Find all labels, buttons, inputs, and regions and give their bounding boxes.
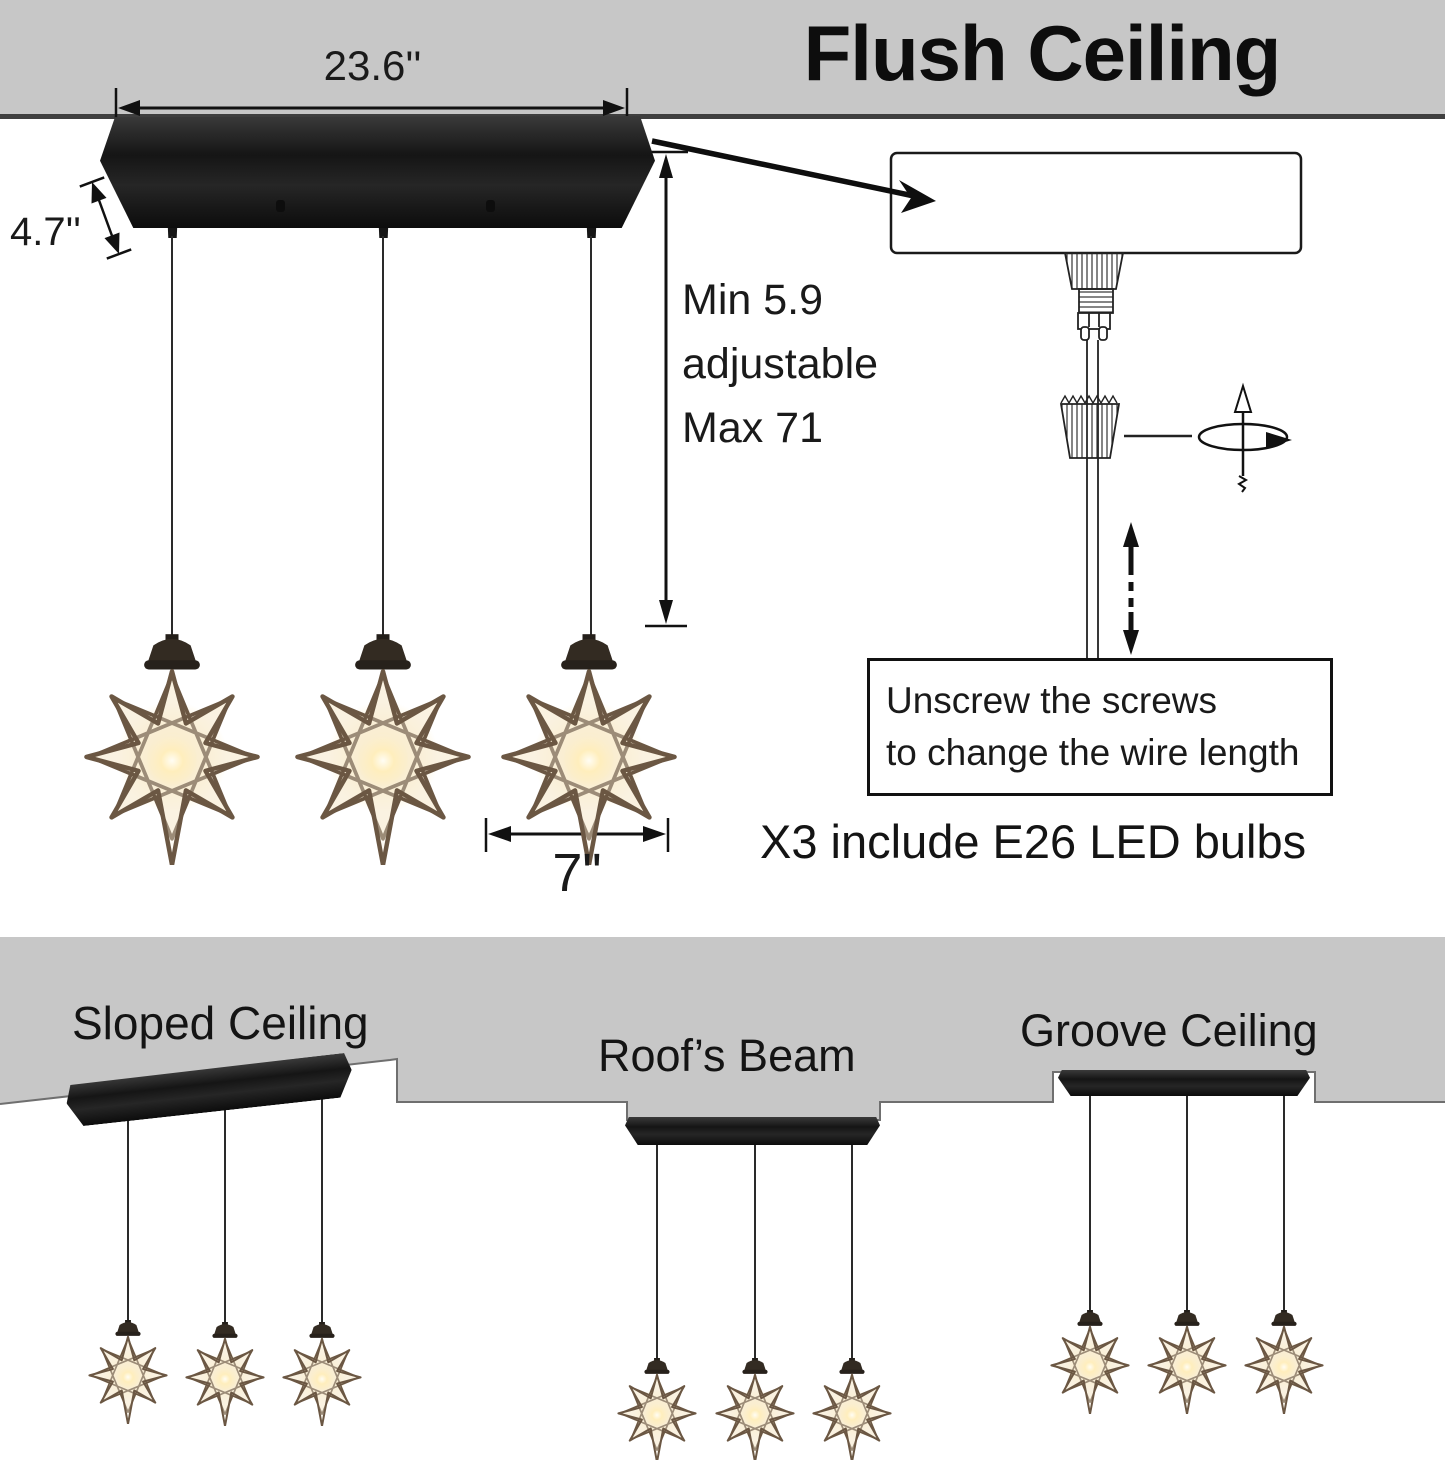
- top-ceiling-band: [0, 0, 1445, 119]
- canopy-bar-sloped: [64, 1052, 354, 1127]
- star-pendant: [183, 1322, 267, 1426]
- star-pendant: [1242, 1310, 1326, 1414]
- wire-length-note-box: Unscrew the screws to change the wire le…: [867, 658, 1333, 796]
- up-down-arrow-icon: [1123, 522, 1139, 655]
- canopy-bar-groove: [1058, 1070, 1310, 1096]
- roofs-beam-label: Roof’s Beam: [598, 1030, 856, 1081]
- star-pendant: [290, 634, 476, 865]
- pointer-arrow: [651, 138, 936, 213]
- canopy-screw: [486, 200, 495, 212]
- adjuster-cone: [1059, 394, 1192, 459]
- ceiling-plate-diagram: [889, 151, 1303, 255]
- star-pendant: [1048, 1310, 1132, 1414]
- bulbs-note: X3 include E26 LED bulbs: [760, 815, 1307, 868]
- star-pendant: [615, 1358, 699, 1460]
- drop-adjustable-label: adjustable: [682, 340, 879, 388]
- rotation-screw-icon: [1197, 382, 1292, 493]
- drop-min-label: Min 5.9: [682, 276, 824, 324]
- note-line-1: Unscrew the screws: [886, 679, 1218, 721]
- drop-dimension-label: Min 5.9 adjustable Max 71: [682, 268, 878, 460]
- groove-ceiling-label: Groove Ceiling: [1020, 1005, 1318, 1056]
- shade-width-label: 7": [552, 843, 602, 903]
- pendant-wire: [851, 1142, 853, 1364]
- pendant-wire: [754, 1142, 756, 1364]
- pendant-wire: [656, 1142, 658, 1364]
- page-title: Flush Ceiling: [803, 9, 1282, 97]
- star-pendant: [810, 1358, 894, 1460]
- pendant-wire: [590, 236, 592, 640]
- drop-max-label: Max 71: [682, 404, 824, 452]
- pendant-wire: [321, 1090, 323, 1328]
- sloped-ceiling-label: Sloped Ceiling: [72, 997, 369, 1049]
- pendant-wire: [1283, 1094, 1285, 1316]
- pendant-wire: [171, 236, 173, 640]
- pendant-wire: [127, 1108, 129, 1326]
- pendant-wire: [382, 236, 384, 640]
- cord-grip: [1063, 252, 1125, 341]
- star-pendant: [713, 1358, 797, 1460]
- star-pendant: [496, 634, 682, 865]
- detail-wire: [1086, 340, 1099, 659]
- star-pendant: [280, 1322, 364, 1426]
- canopy-screw: [276, 200, 285, 212]
- pendant-wire: [1186, 1094, 1188, 1316]
- width-dimension-label: 23.6'': [323, 42, 422, 89]
- depth-dimension-label: 4.7'': [10, 210, 81, 254]
- pendant-wire: [224, 1098, 226, 1328]
- star-pendant: [86, 1320, 170, 1424]
- canopy-bar: [100, 116, 655, 228]
- canopy-bar-beam: [625, 1117, 880, 1145]
- note-line-2: to change the wire length: [886, 732, 1300, 774]
- star-pendant: [79, 634, 265, 865]
- star-pendant: [1145, 1310, 1229, 1414]
- pendant-wire: [1089, 1094, 1091, 1316]
